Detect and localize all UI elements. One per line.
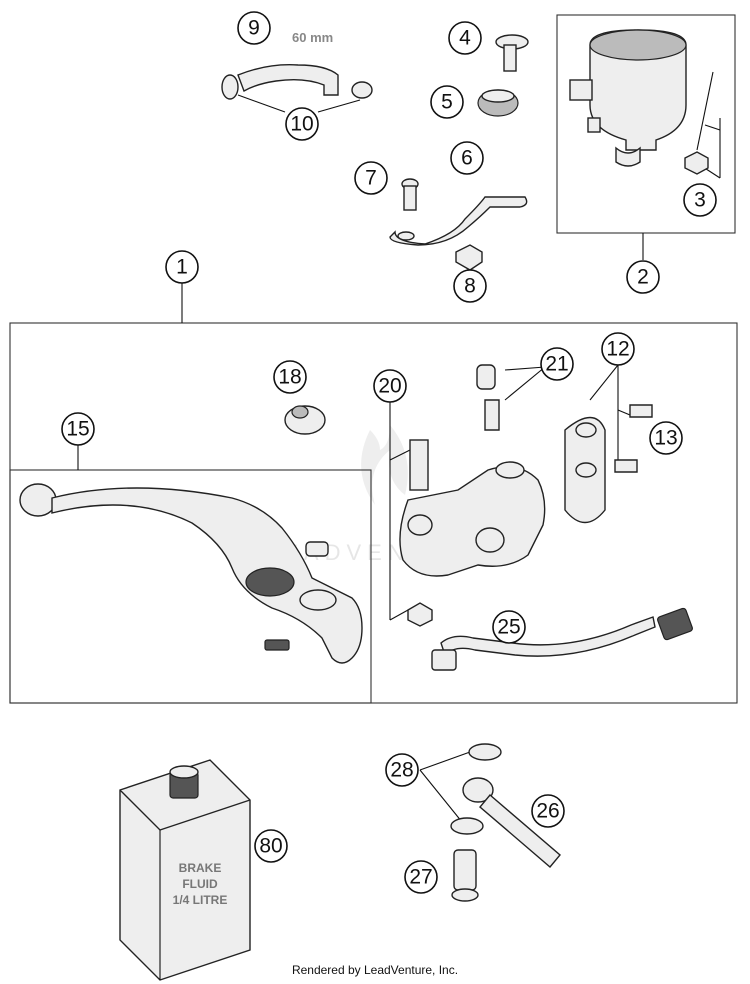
svg-text:1: 1 bbox=[176, 256, 188, 279]
clamp-part bbox=[564, 416, 606, 524]
callout-18: 18 bbox=[273, 360, 307, 394]
svg-text:15: 15 bbox=[66, 418, 89, 441]
lever-box bbox=[9, 469, 372, 704]
callout-12: 12 bbox=[601, 332, 635, 366]
svg-text:4: 4 bbox=[459, 27, 471, 50]
reservoir-box bbox=[556, 14, 736, 234]
svg-text:2: 2 bbox=[637, 266, 649, 289]
screw-part bbox=[495, 34, 529, 72]
svg-text:27: 27 bbox=[409, 866, 432, 889]
callout-2: 2 bbox=[626, 260, 660, 294]
callout-3: 3 bbox=[683, 183, 717, 217]
callout-6: 6 bbox=[450, 141, 484, 175]
callout-21: 21 bbox=[540, 347, 574, 381]
svg-text:20: 20 bbox=[378, 375, 401, 398]
banjo-bolt-part bbox=[451, 849, 479, 902]
svg-text:3: 3 bbox=[694, 189, 706, 212]
svg-text:26: 26 bbox=[536, 800, 559, 823]
callout-15: 15 bbox=[61, 412, 95, 446]
brake-switch-part bbox=[431, 607, 693, 671]
brake-hose-part bbox=[462, 777, 561, 868]
grommet-part bbox=[477, 89, 519, 117]
svg-text:25: 25 bbox=[497, 616, 520, 639]
leader-lines bbox=[77, 94, 721, 823]
reservoir-bolt-part bbox=[684, 71, 714, 175]
svg-text:12: 12 bbox=[606, 338, 629, 361]
callout-7: 7 bbox=[354, 161, 388, 195]
container-label-line-3: 1/4 LITRE bbox=[173, 893, 228, 907]
container-label-line-1: BRAKE bbox=[179, 861, 222, 875]
brake-fluid-part: BRAKE FLUID 1/4 LITRE bbox=[119, 759, 251, 981]
svg-text:8: 8 bbox=[464, 275, 476, 298]
dimension-label: 60 mm bbox=[292, 30, 333, 45]
svg-text:10: 10 bbox=[290, 113, 313, 136]
callout-80: 80 bbox=[254, 829, 288, 863]
callout-13: 13 bbox=[649, 421, 683, 455]
callout-27: 27 bbox=[404, 860, 438, 894]
reservoir-part bbox=[569, 29, 687, 167]
footer-credit: Rendered by LeadVenture, Inc. bbox=[291, 963, 459, 977]
callout-28: 28 bbox=[385, 753, 419, 787]
master-cylinder-box bbox=[9, 322, 738, 704]
svg-text:7: 7 bbox=[365, 167, 377, 190]
callout-10: 10 bbox=[285, 107, 319, 141]
svg-text:9: 9 bbox=[248, 17, 260, 40]
brake-lever-part bbox=[19, 483, 363, 664]
bolt-part bbox=[401, 178, 419, 211]
hose-part: 60 mm bbox=[221, 30, 373, 100]
svg-text:18: 18 bbox=[278, 366, 301, 389]
svg-text:80: 80 bbox=[259, 835, 282, 858]
callout-5: 5 bbox=[430, 85, 464, 119]
master-cylinder-part bbox=[399, 439, 546, 627]
svg-text:6: 6 bbox=[461, 147, 473, 170]
svg-text:5: 5 bbox=[441, 91, 453, 114]
callout-1: 1 bbox=[165, 250, 199, 284]
callout-9: 9 bbox=[237, 11, 271, 45]
callout-26: 26 bbox=[531, 794, 565, 828]
callout-20: 20 bbox=[373, 369, 407, 403]
nut-part bbox=[455, 244, 483, 271]
container-label-line-2: FLUID bbox=[182, 877, 218, 891]
bleeder-part bbox=[476, 364, 500, 431]
bracket-part bbox=[389, 196, 528, 246]
svg-text:28: 28 bbox=[390, 759, 413, 782]
callout-8: 8 bbox=[453, 269, 487, 303]
svg-text:21: 21 bbox=[545, 353, 568, 376]
washer-part bbox=[450, 743, 502, 835]
cap-part bbox=[284, 405, 326, 435]
clamp-bolt-part bbox=[614, 404, 653, 473]
callout-4: 4 bbox=[448, 21, 482, 55]
svg-text:13: 13 bbox=[654, 427, 677, 450]
callout-25: 25 bbox=[492, 610, 526, 644]
